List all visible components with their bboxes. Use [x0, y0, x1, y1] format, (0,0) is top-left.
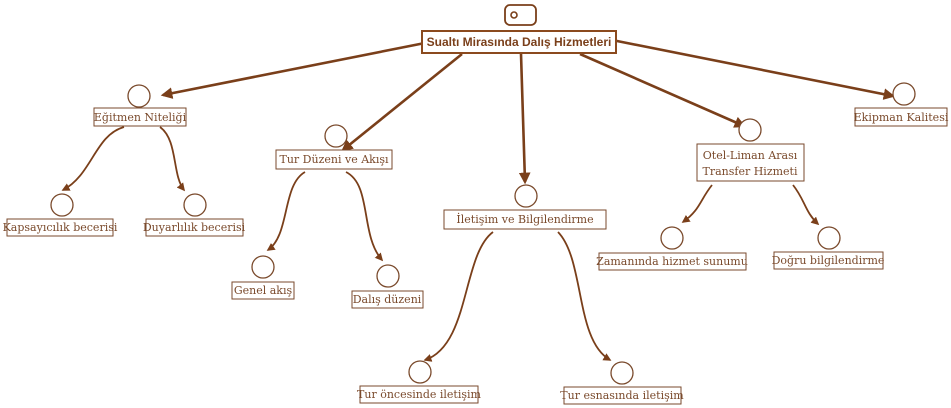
tag-icon [504, 4, 537, 26]
node-bubble [251, 255, 275, 279]
node-iletisim[interactable]: İletişim ve Bilgilendirme [443, 184, 607, 230]
leaf-label-zamaninda: Zamanında hizmet sunumu [596, 255, 748, 268]
root-label: Sualtı Mirasında Dalış Hizmetleri [427, 35, 612, 49]
node-bubble [738, 118, 762, 142]
category-label-iletisim: İletişim ve Bilgilendirme [456, 212, 593, 226]
node-tur-oncesi[interactable]: Tur öncesinde iletişim [357, 360, 482, 404]
category-label-transfer-line2: Transfer Hizmeti [702, 165, 797, 178]
node-bubble [183, 193, 207, 217]
leaf-label-dogru-bilgilendirme: Doğru bilgilendirme [772, 254, 885, 267]
node-dalis-duzeni[interactable]: Dalış düzeni [351, 264, 424, 309]
node-bubble [892, 82, 916, 106]
edge-egitmen-duyarlilik [159, 126, 186, 192]
root-node[interactable]: Sualtı Mirasında Dalış Hizmetleri [421, 4, 617, 54]
node-zamaninda[interactable]: Zamanında hizmet sunumu [596, 226, 748, 271]
leaf-label-duyarlilik: Duyarlılık becerisi [143, 221, 246, 234]
edge-tur-dalis [345, 171, 384, 262]
leaf-label-tur-esnasi: Tur esnasında iletişim [560, 389, 684, 402]
edge-iletisim-oncesi [423, 231, 494, 362]
node-tur-esnasi[interactable]: Tur esnasında iletişim [560, 361, 684, 405]
category-label-ekipman: Ekipman Kalitesi [854, 111, 949, 124]
category-label-tur: Tur Düzeni ve Akışı [280, 153, 389, 166]
leaf-label-dalis-duzeni: Dalış düzeni [353, 293, 422, 306]
node-bubble [376, 264, 400, 288]
leaf-label-kapsayicilik: Kapsayıcılık becerisi [3, 221, 118, 234]
node-genel-akis[interactable]: Genel akış [231, 255, 295, 300]
node-tur[interactable]: Tur Düzeni ve Akışı [275, 124, 393, 170]
node-bubble [408, 360, 432, 384]
node-bubble [610, 361, 634, 385]
edge-tur-genel [266, 171, 306, 251]
node-ekipman[interactable]: Ekipman Kalitesi [854, 82, 949, 127]
leaf-label-genel-akis: Genel akış [234, 284, 293, 297]
edge-root-iletisim [518, 53, 531, 185]
leaf-label-tur-oncesi: Tur öncesinde iletişim [357, 388, 481, 401]
node-bubble [50, 193, 74, 217]
node-bubble [324, 124, 348, 148]
node-bubble [817, 226, 841, 250]
category-label-transfer-line1: Otel-Liman Arası [703, 149, 798, 162]
node-duyarlilik[interactable]: Duyarlılık becerisi [143, 193, 246, 237]
edge-root-tur [341, 52, 463, 152]
node-bubble [514, 184, 538, 208]
category-label-egitmen: Eğitmen Niteliği [94, 111, 187, 124]
node-egitmen[interactable]: Eğitmen Niteliği [93, 84, 187, 127]
edge-transfer-dogru [792, 184, 820, 226]
node-bubble [127, 84, 151, 108]
edge-root-egitmen [160, 40, 431, 99]
node-transfer[interactable]: Otel-Liman Arası Transfer Hizmeti [696, 118, 805, 182]
edges [61, 38, 896, 362]
edge-iletisim-esnasi [557, 231, 612, 361]
edge-root-transfer [579, 52, 747, 128]
node-bubble [660, 226, 684, 250]
edge-transfer-zamaninda [681, 184, 713, 223]
edge-root-ekipman [611, 38, 896, 100]
node-dogru-bilgilendirme[interactable]: Doğru bilgilendirme [772, 226, 885, 270]
edge-egitmen-kapsayicilik [61, 126, 125, 191]
root-box [421, 30, 617, 54]
node-kapsayicilik[interactable]: Kapsayıcılık becerisi [3, 193, 118, 237]
